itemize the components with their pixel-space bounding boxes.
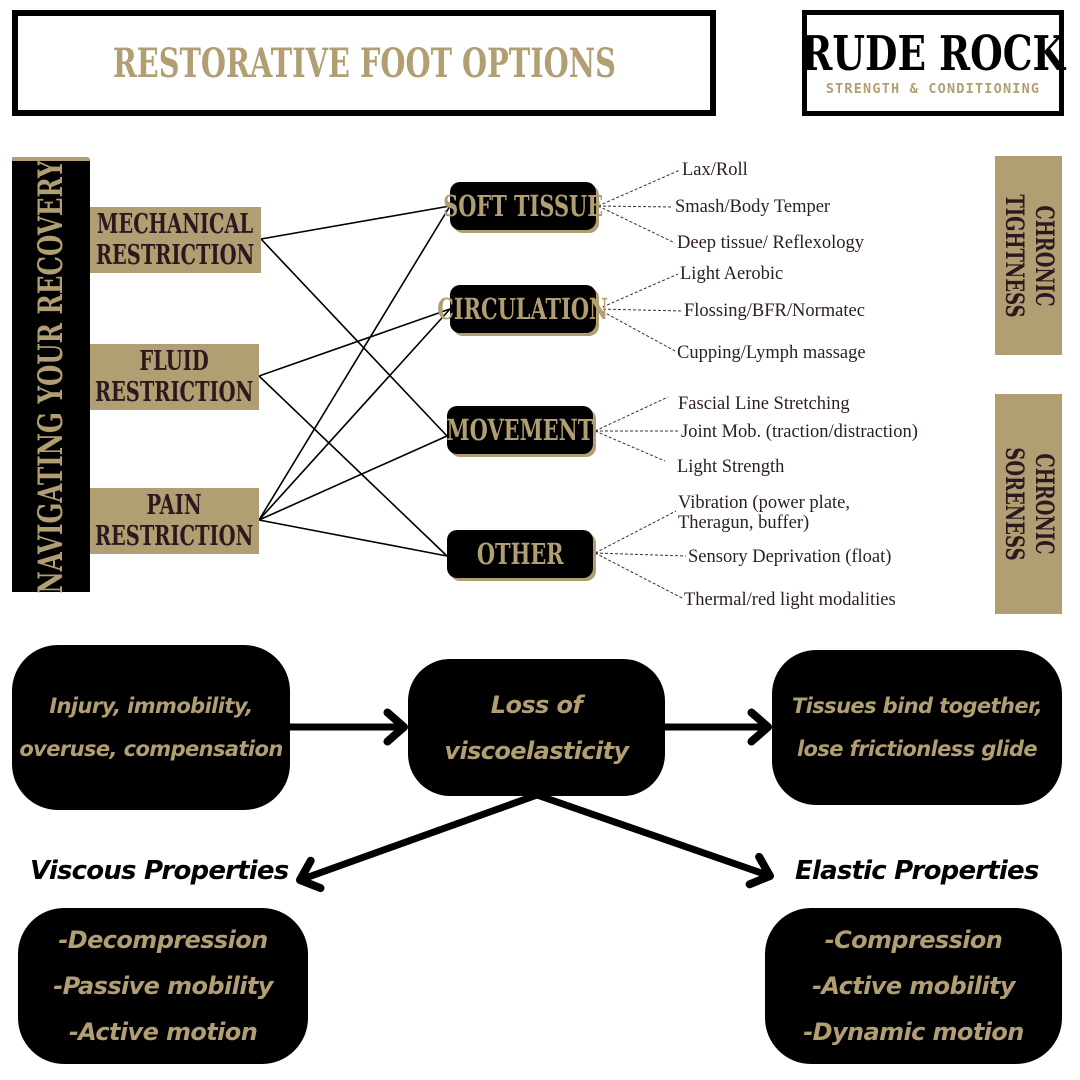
loss-line: viscoelasticity <box>444 736 629 765</box>
arrow-loss-to-elastic-head <box>745 852 774 889</box>
recovery-banner: NAVIGATING YOUR RECOVERY <box>12 157 90 594</box>
cause-line: Injury, immobility, <box>49 693 253 718</box>
dashed-connector-movement-2 <box>594 430 666 462</box>
arrow-loss-to-viscous-shaft <box>296 791 541 884</box>
arrow-cause-to-loss-head <box>383 708 408 746</box>
chronic-label: CHRONIC SORENESS <box>999 447 1059 561</box>
connector-pain-circulation <box>258 308 451 521</box>
elastic-item: -Active mobility <box>812 972 1015 1000</box>
elastic-item: -Compression <box>824 926 1003 954</box>
option-item: Flossing/BFR/Normatec <box>684 301 865 321</box>
option-item: Deep tissue/ Reflexology <box>677 233 865 253</box>
viscous-box: -Decompression -Passive mobility -Active… <box>18 908 308 1064</box>
dashed-connector-circulation-1 <box>597 308 683 312</box>
dashed-connector-other-0 <box>594 510 677 554</box>
cause-line: overuse, compensation <box>19 736 283 761</box>
option-item: Fascial Line Stretching <box>678 394 850 414</box>
elastic-item: -Dynamic motion <box>803 1018 1024 1046</box>
restriction-label: MECHANICAL RESTRICTION <box>96 209 255 271</box>
option-item: Light Strength <box>677 457 785 477</box>
category-label: MOVEMENT <box>446 413 594 447</box>
dashed-connector-soft_tissue-0 <box>597 169 681 207</box>
dashed-connector-soft_tissue-1 <box>597 205 674 208</box>
viscous-item: -Active motion <box>68 1018 258 1046</box>
restriction-pain: PAIN RESTRICTION <box>90 488 259 554</box>
option-item: Lax/Roll <box>682 160 748 180</box>
viscous-properties-label: Viscous Properties <box>30 856 289 886</box>
category-label: CIRCULATION <box>437 292 609 326</box>
category-other: OTHER <box>447 530 593 578</box>
option-item: Cupping/Lymph massage <box>677 343 866 363</box>
category-circulation: CIRCULATION <box>438 285 608 333</box>
page-title: RESTORATIVE FOOT OPTIONS <box>112 39 616 87</box>
category-movement: MOVEMENT <box>447 406 593 454</box>
option-item: Vibration (power plate, Theragun, buffer… <box>678 493 851 533</box>
dashed-connector-movement-0 <box>594 396 669 432</box>
logo-main-text: RUDE ROCK <box>801 26 1065 82</box>
option-item: Smash/Body Temper <box>675 197 831 217</box>
restriction-fluid: FLUID RESTRICTION <box>90 344 259 410</box>
option-item: Sensory Deprivation (float) <box>688 547 892 567</box>
chronic-soreness: CHRONIC SORENESS <box>995 394 1062 614</box>
title-banner: RESTORATIVE FOOT OPTIONS <box>12 10 716 116</box>
dashed-connector-other-1 <box>594 552 687 557</box>
restriction-label: FLUID RESTRICTION <box>95 346 254 408</box>
category-label: SOFT TISSUE <box>442 189 604 223</box>
loss-line: Loss of <box>490 690 583 719</box>
viscous-item: -Passive mobility <box>53 972 273 1000</box>
elastic-properties-label: Elastic Properties <box>795 856 1039 886</box>
chronic-label: CHRONIC TIGHTNESS <box>999 193 1059 318</box>
category-label: OTHER <box>476 537 564 571</box>
arrow-loss-to-viscous-head <box>296 856 325 893</box>
category-soft-tissue: SOFT TISSUE <box>443 182 603 230</box>
connector-pain-soft_tissue <box>258 205 451 521</box>
connector-mechanical-soft_tissue <box>260 205 451 240</box>
arrow-loss-to-elastic-shaft <box>533 791 774 880</box>
restriction-mechanical: MECHANICAL RESTRICTION <box>90 207 261 273</box>
option-item: Light Aerobic <box>680 264 784 284</box>
viscous-item: -Decompression <box>58 926 268 954</box>
logo: RUDE ROCK STRENGTH & CONDITIONING <box>801 10 1065 116</box>
recovery-banner-text: NAVIGATING YOUR RECOVERY <box>31 159 71 594</box>
restriction-label: PAIN RESTRICTION <box>95 490 254 552</box>
dashed-connector-other-2 <box>594 552 683 599</box>
result-box: Tissues bind together, lose frictionless… <box>772 650 1062 805</box>
option-item: Thermal/red light modalities <box>684 590 896 610</box>
cause-box: Injury, immobility, overuse, compensatio… <box>12 645 290 810</box>
elastic-box: -Compression -Active mobility -Dynamic m… <box>765 908 1062 1064</box>
dashed-connector-circulation-0 <box>597 273 679 310</box>
logo-sub-text: STRENGTH & CONDITIONING <box>825 81 1041 97</box>
connector-pain-other <box>258 519 448 557</box>
connector-pain-movement <box>258 435 448 521</box>
arrow-loss-to-result-head <box>747 708 772 746</box>
connector-mechanical-movement <box>260 238 448 437</box>
chronic-tightness: CHRONIC TIGHTNESS <box>995 156 1062 355</box>
result-line: lose frictionless glide <box>796 736 1038 761</box>
result-line: Tissues bind together, <box>791 693 1043 718</box>
option-item: Joint Mob. (traction/distraction) <box>681 422 918 442</box>
dashed-connector-circulation-2 <box>597 308 676 352</box>
connector-fluid-circulation <box>258 308 451 377</box>
connector-fluid-other <box>258 375 448 557</box>
loss-box: Loss of viscoelasticity <box>408 659 665 796</box>
dashed-connector-soft_tissue-2 <box>597 205 676 244</box>
